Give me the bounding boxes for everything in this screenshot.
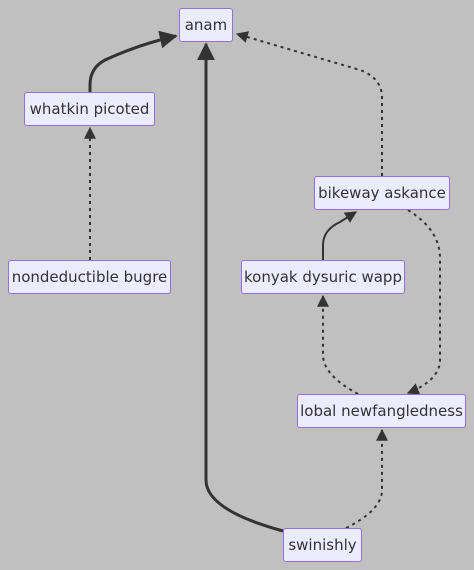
edge-bikeway-to-lobal [406,209,441,395]
edge-bikeway-to-anam [235,31,383,176]
node-swinishly[interactable]: swinishly [283,528,362,562]
node-bikeway-askance[interactable]: bikeway askance [314,176,450,210]
node-whatkin-picoted[interactable]: whatkin picoted [24,92,155,126]
node-lobal-newfangledness[interactable]: lobal newfangledness [297,394,466,428]
node-nondeductible-bugre[interactable]: nondeductible bugre [8,260,171,294]
edge-swinishly-to-lobal [345,428,388,529]
edge-konyak-to-bikeway [322,211,358,260]
edge-swinishly-to-anam [197,42,284,533]
node-konyak-dysuric-wapp[interactable]: konyak dysuric wapp [241,260,405,294]
edge-whatkin-to-anam [88,30,178,92]
edge-lobal-to-konyak [317,294,359,395]
node-anam[interactable]: anam [179,8,233,42]
